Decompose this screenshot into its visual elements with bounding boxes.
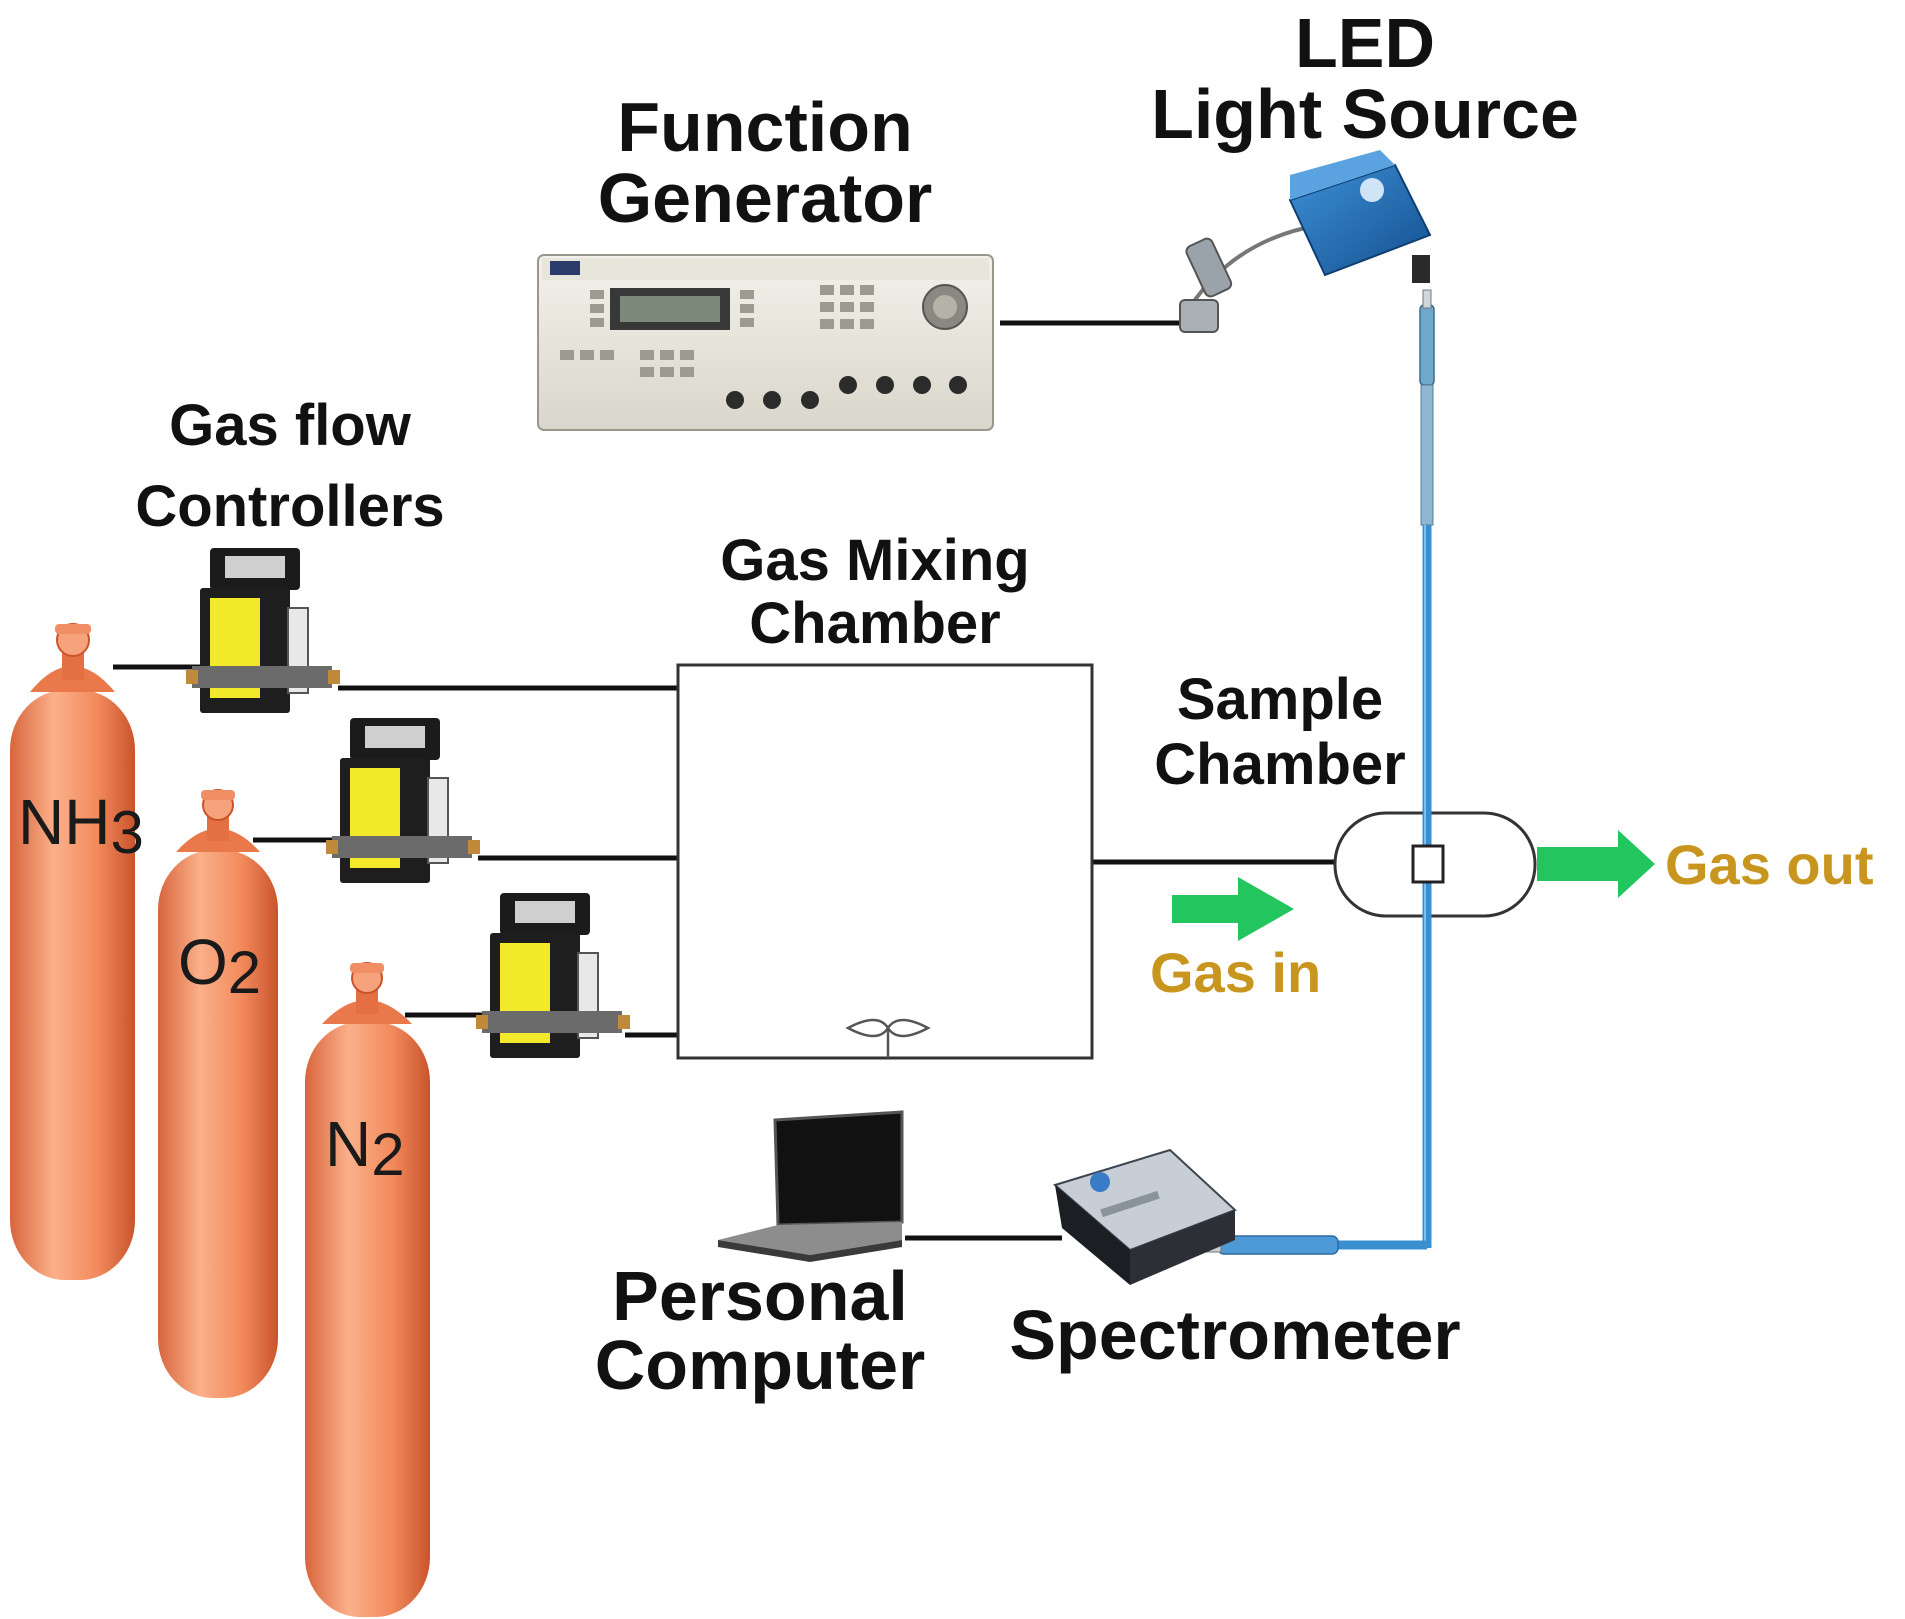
flow-controller-1 — [186, 548, 340, 713]
function-generator-device — [537, 254, 994, 431]
personal-computer-label: Personal Computer — [560, 1257, 960, 1404]
led-light-source-device — [1179, 150, 1432, 333]
cylinder-n2-label: N2 — [325, 1107, 405, 1188]
laptop-device — [718, 1110, 904, 1262]
cylinder-nh3-subscript: 3 — [110, 799, 144, 866]
cylinder-n2 — [305, 962, 430, 1617]
stirrer-icon — [845, 1018, 931, 1058]
optical-fiber — [1204, 289, 1435, 1255]
gas-in-arrow-icon — [1172, 877, 1294, 941]
led-light-source-label: LED Light Source — [1125, 4, 1605, 154]
flow-controller-3 — [476, 893, 630, 1058]
cylinder-o2 — [158, 789, 278, 1398]
function-generator-label-line1: Function — [617, 88, 913, 166]
gas-out-label: Gas out — [1665, 833, 1874, 896]
cylinder-nh3-label: NH3 — [18, 785, 144, 866]
flow-controller-2 — [326, 718, 480, 883]
cylinder-n2-element: N — [325, 1108, 372, 1180]
sample-chamber-label-line1: Sample — [1176, 667, 1384, 732]
function-generator-label: Function Generator — [555, 88, 975, 238]
sample-chamber-label: Sample Chamber — [1130, 667, 1430, 798]
gas-in-label: Gas in — [1150, 941, 1322, 1004]
gas-out-arrow-icon — [1537, 830, 1655, 898]
sample-chamber-label-line2: Chamber — [1154, 731, 1406, 797]
cylinder-o2-label: O2 — [178, 925, 261, 1006]
cylinder-nh3-element: NH — [18, 786, 111, 858]
personal-computer-label-line1: Personal — [612, 1257, 908, 1335]
gas-flow-controllers-label: Gas flow Controllers — [100, 385, 480, 547]
cylinder-o2-subscript: 2 — [227, 939, 262, 1006]
led-label-line2: Light Source — [1151, 75, 1579, 154]
cylinder-n2-subscript: 2 — [371, 1121, 405, 1188]
cuvette — [1411, 844, 1445, 884]
led-label-line1: LED — [1295, 4, 1435, 82]
connection-lines — [113, 320, 1335, 1241]
gas-mixing-chamber — [676, 663, 1094, 1060]
mixing-chamber-label-line2: Chamber — [749, 590, 1001, 656]
flow-controllers-label-line2: Controllers — [135, 474, 445, 540]
cylinder-o2-element: O — [178, 926, 228, 998]
spectrometer-label: Spectrometer — [1009, 1296, 1461, 1374]
cylinder-nh3 — [10, 623, 135, 1280]
function-generator-label-line2: Generator — [597, 159, 933, 238]
personal-computer-label-line2: Computer — [594, 1325, 926, 1404]
flow-controllers-label-line1: Gas flow — [169, 393, 411, 458]
gas-mixing-chamber-label: Gas Mixing Chamber — [680, 528, 1070, 656]
mixing-chamber-label-line1: Gas Mixing — [720, 528, 1030, 593]
spectrometer-device — [1052, 1148, 1237, 1285]
